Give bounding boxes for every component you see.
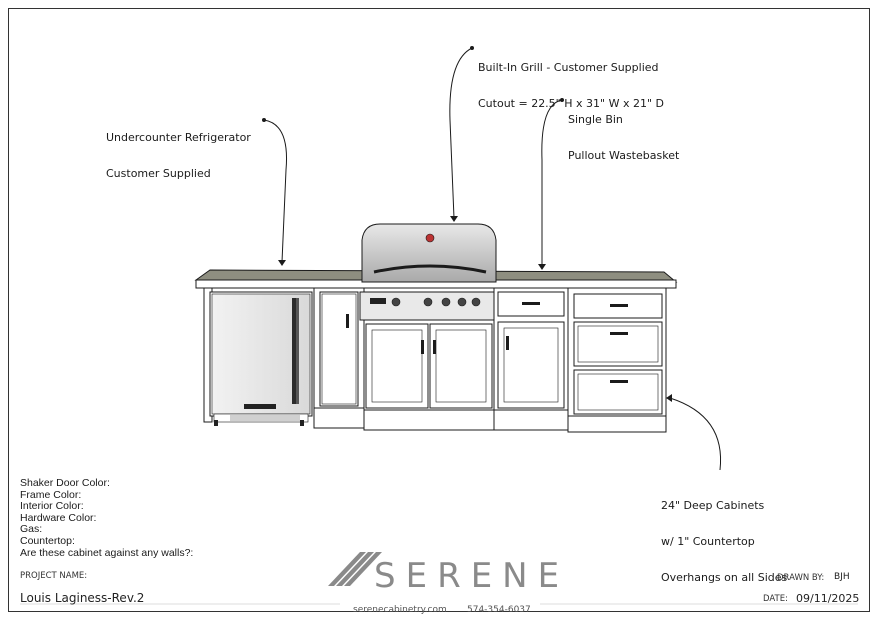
fridge-handle <box>292 298 298 404</box>
date-label: DATE: <box>763 594 788 604</box>
spec-frame-color: Frame Color: <box>20 488 82 501</box>
cab-callout-line1: 24" Deep Cabinets <box>661 499 765 512</box>
grill-callout-title: Built-In Grill - Customer Supplied <box>478 61 659 74</box>
fridge-logo <box>244 404 276 409</box>
undercounter-refrigerator <box>209 291 313 426</box>
drawer-handle <box>522 302 540 305</box>
brand-name: SERENE <box>374 556 570 596</box>
built-in-grill <box>359 223 497 321</box>
wastebasket-callout: Single Bin Pullout Wastebasket <box>568 90 679 174</box>
fridge-callout: Undercounter Refrigerator Customer Suppl… <box>106 108 251 192</box>
waste-callout-line1: Single Bin <box>568 113 623 126</box>
thermometer-icon <box>425 233 435 243</box>
spec-list: Shaker Door Color: Frame Color: Interior… <box>20 477 194 559</box>
serene-logo-mark <box>328 552 382 586</box>
cab-callout-line2: w/ 1" Countertop <box>661 535 755 548</box>
project-name: Louis Laginess-Rev.2 <box>20 591 145 605</box>
wastebasket-cabinet <box>493 287 569 431</box>
spec-countertop: Countertop: <box>20 534 75 547</box>
grill-callout-cutout: Cutout = 22.5" H x 31" W x 21" D <box>478 97 664 110</box>
fridge-callout-line2: Customer Supplied <box>106 167 211 180</box>
spec-gas: Gas: <box>20 523 43 536</box>
drawn-by-label: DRAWN BY: <box>777 573 825 583</box>
narrow-door-handle <box>346 314 349 328</box>
narrow-cabinet <box>313 287 365 429</box>
cab-callout-line3: Overhangs on all Sides <box>661 571 788 584</box>
drawn-by: BJH <box>834 572 850 582</box>
drawer-cabinet <box>567 287 667 433</box>
phone-text: 574-354-6037 <box>467 605 531 615</box>
cabinet-callout: 24" Deep Cabinets w/ 1" Countertop Overh… <box>661 476 787 596</box>
leader-arrows <box>262 46 672 402</box>
spec-hardware-color: Hardware Color: <box>20 511 97 524</box>
grill-cab-handle-right <box>433 340 436 354</box>
door-handle <box>506 336 509 350</box>
spec-door-color: Shaker Door Color: <box>20 477 110 489</box>
fridge-callout-line1: Undercounter Refrigerator <box>106 131 251 144</box>
date-value: 09/11/2025 <box>796 592 860 605</box>
waste-callout-line2: Pullout Wastebasket <box>568 149 680 162</box>
grill-callout: Built-In Grill - Customer Supplied Cutou… <box>478 38 664 122</box>
grill-badge <box>370 298 386 304</box>
spec-walls: Are these cabinet against any walls?: <box>20 546 194 559</box>
grill-cab-handle-left <box>421 340 424 354</box>
website-text: serenecabinetry.com <box>353 605 447 615</box>
callout-leaders <box>263 47 722 471</box>
drawing-sheet-border <box>8 8 870 612</box>
spec-interior-color: Interior Color: <box>20 500 84 513</box>
project-name-label: PROJECT NAME: <box>20 571 88 581</box>
